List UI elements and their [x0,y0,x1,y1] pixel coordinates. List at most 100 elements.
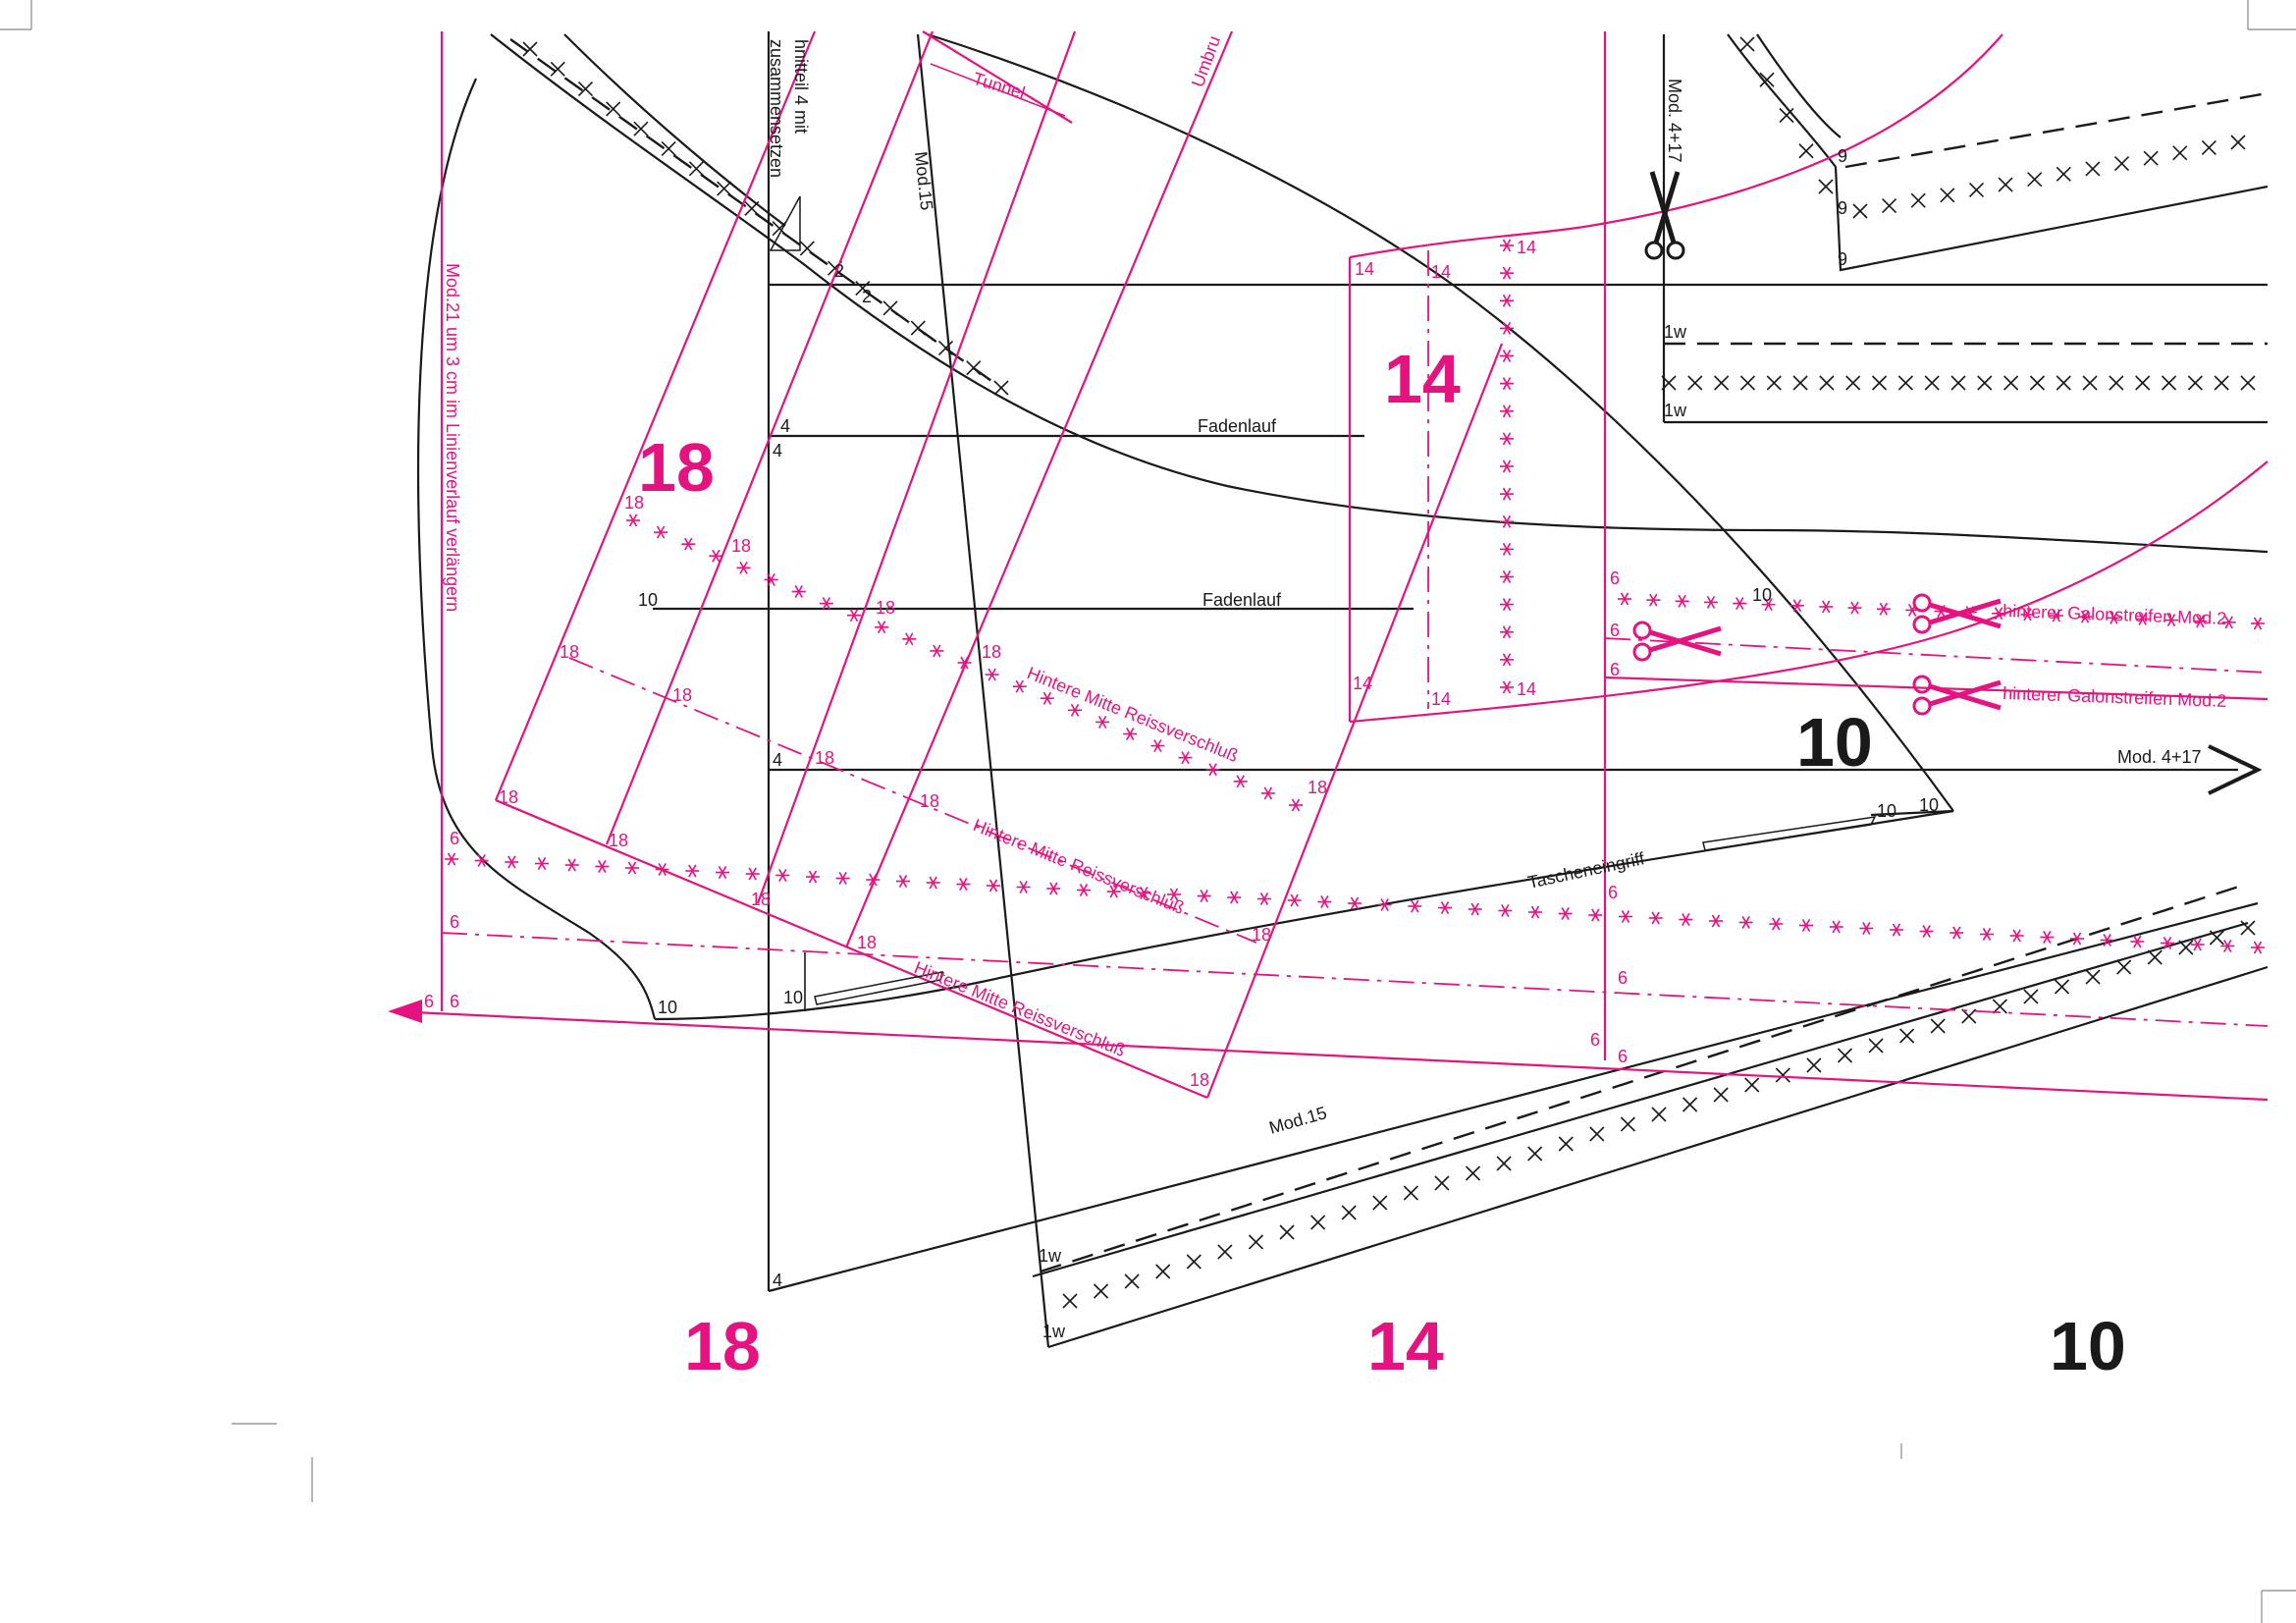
star-stitch-mark [959,878,968,891]
num-18o: 18 [1190,1070,1209,1090]
cross-stitch-mark [1739,36,1755,52]
cross-stitch-mark [1950,375,1966,391]
star-stitch-mark [1651,911,1660,925]
size-18-marker-bottom: 18 [684,1308,761,1384]
star-stitch-mark [1440,901,1450,914]
star-stitch-mark [1502,598,1512,612]
star-stitch-mark [1049,882,1058,895]
mod15-label-vertical: Mod.15 [911,150,936,211]
star-stitch-mark [1822,600,1831,614]
tunnel-label: Tunnel [971,69,1028,103]
cross-stitch-mark [1819,375,1835,391]
star-stitch-mark [1350,896,1360,910]
star-stitch-mark [778,869,787,882]
cross-stitch-mark [2147,949,2163,965]
zip-label-1: Hintere Mitte Reissverschluß [1025,663,1242,766]
star-stitch-mark [477,854,486,867]
star-stitch-mark [1502,653,1512,667]
star-stitch-mark [767,572,775,586]
cross-stitch-mark [550,61,565,77]
scissors-icon [1912,675,2002,716]
cross-stitch-mark [1940,188,1955,203]
cross-stitch-mark [1818,179,1834,194]
cross-stitch-mark [1062,1293,1078,1309]
star-stitch-mark [1109,885,1118,898]
cross-stitch-mark [2178,940,2194,955]
star-stitch-mark [2103,934,2111,947]
line-numbers: 2 2 4 4 4 4 10 10 10 10 10 10 9 9 9 1w 1… [424,146,1939,1341]
num-2: 2 [834,261,844,281]
star-stitch-mark [1502,321,1512,335]
star-stitch-mark [1380,898,1389,911]
star-stitch-mark [1530,905,1540,919]
num-18n: 18 [1252,925,1271,945]
num-18i: 18 [1308,778,1327,797]
star-stitch-mark [507,855,516,869]
cross-stitch-mark [1910,192,1926,208]
star-stitch-mark [1502,570,1512,583]
star-stitch-mark [1097,715,1107,729]
pocket-label: Tascheneingriff [1526,848,1647,893]
star-stitch-mark [1502,377,1512,391]
star-stitch-mark [1850,601,1859,615]
star-stitch-mark [1706,595,1716,609]
star-stitch-mark [1735,597,1744,611]
star-stitch-mark [2193,938,2202,951]
num-6h: 6 [1608,883,1618,902]
assemble-label-2: zusammensetzen [767,39,786,178]
star-stitch-mark [1502,239,1512,252]
num-14c: 14 [1517,238,1536,257]
cross-stitch-mark [688,161,704,177]
star-stitch-mark [447,852,456,866]
cross-stitch-mark [522,41,538,57]
scissors-icon [1912,593,2002,634]
num-18k: 18 [609,831,628,850]
assemble-label-1: hnitteil 4 mit [791,39,811,134]
cross-stitch-mark [1403,1185,1418,1201]
star-stitch-mark [1620,592,1629,606]
scissors-icon [1632,621,1722,662]
num-4b: 4 [773,441,782,460]
star-stitch-mark [1649,593,1658,607]
star-stitch-mark [628,514,638,527]
cross-stitch-mark [1977,375,1993,391]
galon-label-2: hinterer Galonstreifen Mod.2 [2002,683,2227,711]
star-stitch-mark [1411,899,1419,913]
star-stitch-mark [658,863,667,876]
star-stitch-mark [712,549,721,563]
star-stitch-mark [567,858,576,872]
star-stitch-mark [1200,890,1208,902]
cross-stitch-mark [1837,1048,1853,1063]
cross-stitch-mark [1852,203,1868,219]
num-1w-c: 1w [1039,1246,1062,1266]
star-stitch-mark [849,609,859,622]
star-stitch-mark [1153,739,1162,753]
star-stitch-mark [1801,919,1811,932]
mod417-label: Mod. 4+17 [2117,747,2202,767]
star-stitch-mark [1792,599,1802,613]
size-markers: 18 14 10 18 14 10 [638,341,2126,1384]
cross-stitch-mark [1775,1067,1790,1083]
num-6g: 6 [1610,660,1620,679]
cross-stitch-mark [2172,145,2188,161]
star-stitch-mark [1259,893,1269,905]
cross-stitch-mark [2023,989,2039,1004]
mod417-vertical-label: Mod. 4+17 [1665,79,1684,163]
star-stitch-mark [1621,910,1630,923]
star-stitch-mark [929,876,937,890]
num-6f: 6 [1610,621,1620,640]
star-stitch-mark [1502,405,1512,418]
size-10-marker-bottom: 10 [2050,1308,2126,1384]
cross-stitch-mark [606,101,621,117]
star-stitch-mark [1764,598,1773,612]
star-stitch-mark [1832,920,1841,934]
star-stitch-mark [1711,914,1721,928]
num-6b: 6 [450,912,459,932]
cross-stitch-mark [1899,1028,1915,1044]
star-stitch-mark [1320,895,1329,908]
star-stitch-mark [2253,617,2263,630]
cross-stitch-mark [2082,375,2098,391]
num-10a: 10 [638,590,658,610]
num-14f: 14 [1517,679,1536,699]
